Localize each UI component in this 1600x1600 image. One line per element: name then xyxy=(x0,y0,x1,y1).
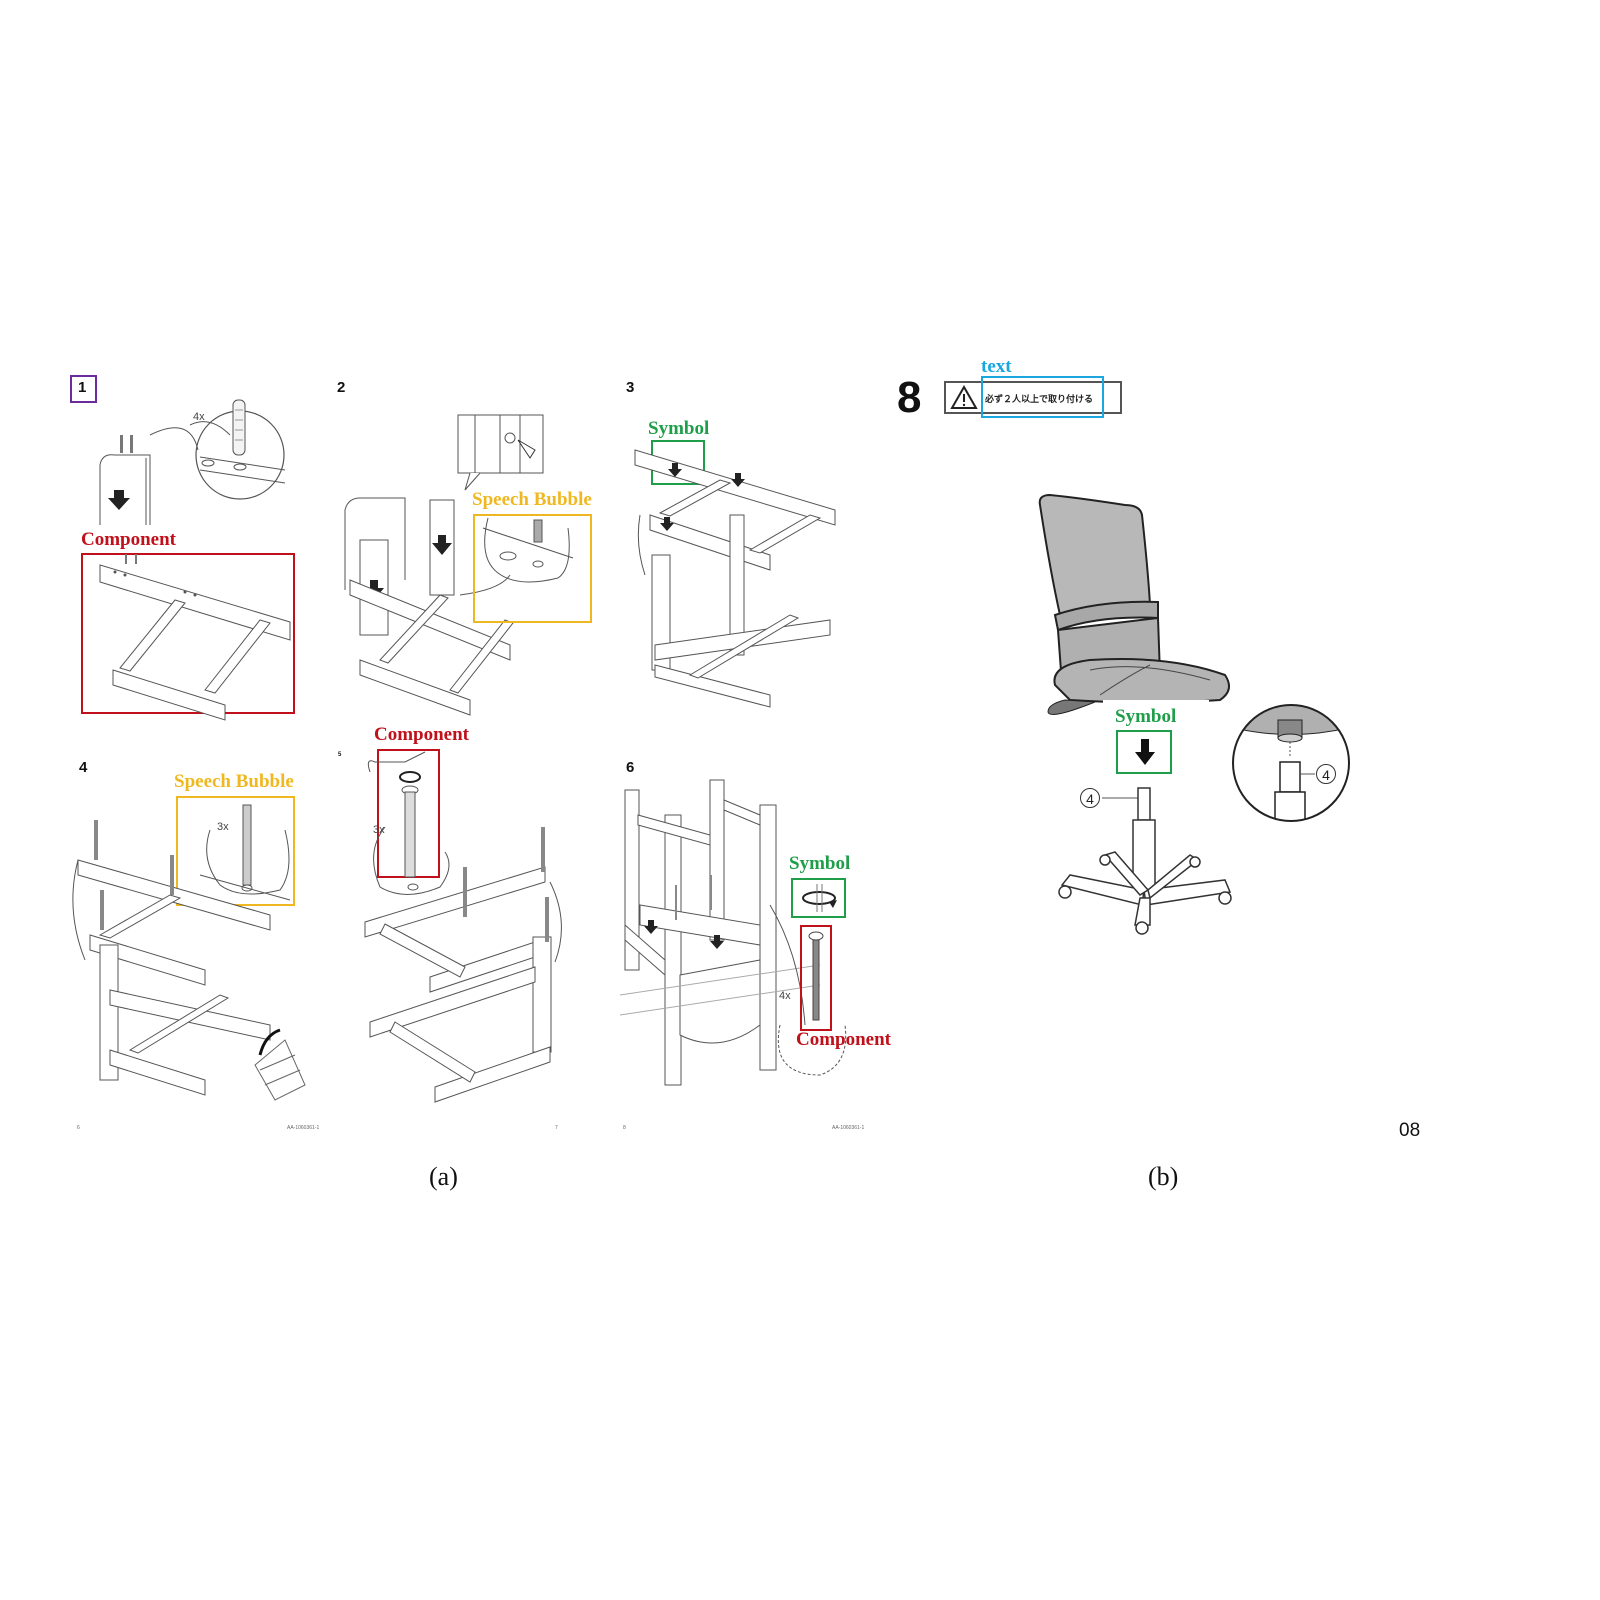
figure-caption-b: (b) xyxy=(1148,1162,1179,1191)
step-number-6: 6 xyxy=(626,759,635,776)
office-chair-illustration xyxy=(1030,490,1240,720)
quantity-label: 4x xyxy=(779,990,791,1002)
step5-illustration xyxy=(355,752,595,1102)
page-footer-code: AA-1060361-1 xyxy=(832,1125,865,1131)
quantity-label: 3x xyxy=(373,824,385,836)
page-footer-number: 8 xyxy=(623,1125,626,1131)
component-label: Component xyxy=(81,529,177,550)
warning-triangle-icon xyxy=(950,385,978,410)
page-footer-number: 6 xyxy=(77,1125,80,1131)
step2-illustration xyxy=(340,410,600,720)
component-label: Component xyxy=(796,1029,892,1050)
step4-illustration xyxy=(70,800,320,1100)
part-number-badge: 4 xyxy=(1316,764,1336,784)
component-label: Component xyxy=(374,724,470,745)
symbol-label: Symbol xyxy=(1115,706,1177,727)
warning-banner xyxy=(944,381,1122,414)
down-arrow-icon xyxy=(1135,739,1155,765)
step-number-5: 5 xyxy=(338,752,342,758)
step-number-1: 1 xyxy=(78,379,87,396)
step6-illustration xyxy=(620,775,880,1085)
page-footer-number: 7 xyxy=(555,1125,558,1131)
speech-bubble-box xyxy=(473,514,592,623)
step1-illustration xyxy=(90,395,300,525)
figure-caption-a: (a) xyxy=(429,1162,458,1191)
chair-base-illustration xyxy=(1050,780,1240,940)
quantity-label: 3x xyxy=(217,821,229,833)
step-number-4: 4 xyxy=(79,759,88,776)
symbol-box xyxy=(791,878,846,918)
rotate-symbol-icon xyxy=(797,884,837,912)
label-mask xyxy=(1103,700,1209,718)
text-box xyxy=(981,376,1104,418)
detail-magnifier-illustration xyxy=(1230,702,1352,824)
step-number-2: 2 xyxy=(337,379,346,396)
page-footer-code: AA-1060361-1 xyxy=(287,1125,320,1131)
step3-illustration xyxy=(630,445,845,700)
step-number-box xyxy=(70,375,97,403)
component-box xyxy=(800,925,832,1031)
symbol-label: Symbol xyxy=(648,418,710,439)
symbol-label: Symbol xyxy=(789,853,851,874)
step-number-8: 8 xyxy=(897,373,922,422)
text-label: text xyxy=(981,356,1012,377)
quantity-label: 4x xyxy=(193,411,205,423)
speech-bubble-label: Speech Bubble xyxy=(174,771,294,792)
step1-frame-illustration xyxy=(95,554,295,710)
component-box xyxy=(81,553,295,714)
part-number-badge: 4 xyxy=(1080,788,1100,808)
speech-bubble-illustration xyxy=(478,518,588,598)
warning-text: 必ず２人以上で取り付ける xyxy=(985,395,1094,405)
screw-icon xyxy=(806,930,826,1025)
step-number-3: 3 xyxy=(626,379,635,396)
symbol-box xyxy=(1116,730,1172,774)
speech-bubble-label: Speech Bubble xyxy=(472,489,592,510)
page-number: 08 xyxy=(1399,1120,1421,1141)
